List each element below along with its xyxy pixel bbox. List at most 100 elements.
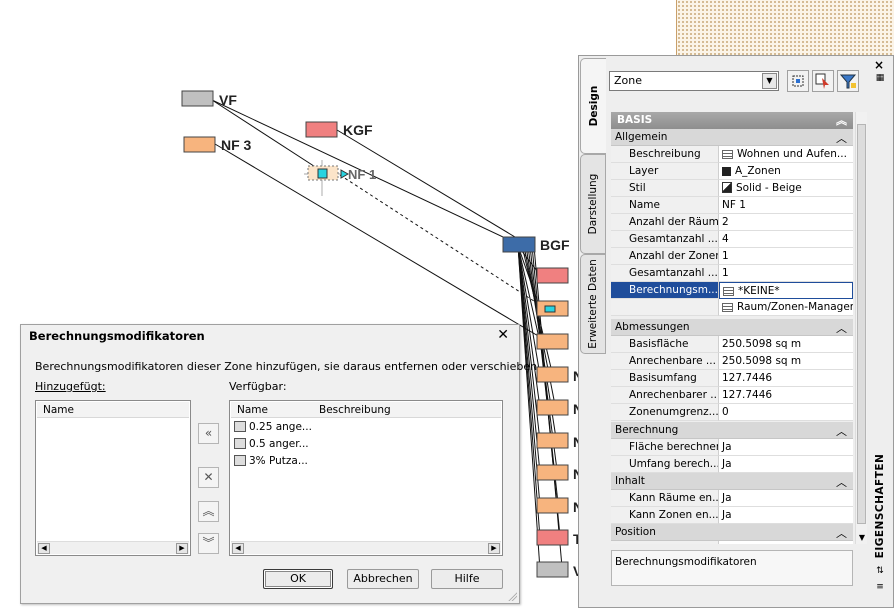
palette-close-icon[interactable]: ×	[874, 58, 885, 72]
zone-tag-vf-bottom[interactable]	[536, 561, 569, 578]
zone-tag-bgf[interactable]	[502, 236, 536, 253]
tab-erweiterte-daten[interactable]: Erweiterte Daten	[580, 254, 606, 354]
collapse-icon[interactable]: ︽	[836, 114, 847, 127]
scroll-down-icon[interactable]: ▼	[858, 533, 866, 542]
zone-tag-nf-3[interactable]	[536, 432, 569, 449]
scroll-thumb[interactable]	[857, 124, 866, 524]
zone-tag-red-1[interactable]	[536, 267, 569, 284]
zone-tag-tf[interactable]	[536, 529, 569, 546]
move-grip[interactable]	[340, 169, 350, 179]
available-list-header: Name Beschreibung	[231, 402, 501, 418]
scroll-right-icon[interactable]: ▶	[488, 543, 500, 554]
modifier-icon	[234, 421, 246, 432]
added-hscrollbar[interactable]: ◀ ▶	[37, 541, 189, 554]
ok-button[interactable]: OK	[263, 569, 333, 589]
prop-zonenumgrenzung[interactable]: Zonenumgrenz... 0	[611, 404, 853, 421]
prop-kann-raeume-enthalten[interactable]: Kann Räume en... Ja	[611, 490, 853, 507]
prop-anzahl-raeume[interactable]: Anzahl der Räume 2	[611, 214, 853, 231]
prop-beschreibung[interactable]: Beschreibung Wohnen und Aufen...	[611, 146, 853, 163]
label-nf1: NF 1	[348, 167, 377, 182]
selected-zone-nf1[interactable]	[304, 160, 350, 196]
zone-tag-nf-1[interactable]	[536, 366, 569, 383]
category-allgemein[interactable]: Allgemein︿	[611, 129, 853, 146]
prop-berechnungsmodifikatoren[interactable]: Berechnungsm... *KEINE*	[611, 282, 853, 299]
move-down-button[interactable]: ︾	[198, 533, 219, 554]
close-icon[interactable]: ✕	[497, 327, 509, 343]
label-nf3: NF 3	[221, 137, 252, 153]
quick-select-button[interactable]	[812, 70, 834, 92]
connector-bgf-6	[517, 245, 541, 442]
chevron-up-icon[interactable]: ︿	[836, 425, 847, 438]
zone-tag-orange-2[interactable]	[536, 333, 569, 350]
zone-tag-vf[interactable]	[181, 90, 214, 107]
cancel-button[interactable]: Abbrechen	[347, 569, 419, 589]
chevron-up-icon[interactable]: ︿	[836, 527, 847, 540]
properties-menu-icon[interactable]: ≡	[876, 582, 884, 592]
zone-tag-nf-4[interactable]	[536, 464, 569, 481]
prop-name[interactable]: Name NF 1	[611, 197, 853, 214]
basis-header[interactable]: BASIS ︽	[611, 112, 853, 129]
cursor-icon	[815, 73, 829, 89]
chevron-down-icon[interactable]: ▼	[762, 73, 777, 89]
help-button[interactable]: Hilfe	[431, 569, 503, 589]
category-position[interactable]: Position︿	[611, 524, 853, 541]
dialog-title-text: Berechnungsmodifikatoren	[29, 329, 205, 343]
tab-design[interactable]: Design	[580, 58, 606, 154]
prop-anzahl-zonen[interactable]: Anzahl der Zonen 1	[611, 248, 853, 265]
prop-umfang-berechnen[interactable]: Umfang berech... Ja	[611, 456, 853, 473]
list-item[interactable]: 3% Putza...	[234, 455, 308, 467]
column-name[interactable]: Name	[43, 404, 74, 416]
move-up-button[interactable]: ︽	[198, 501, 219, 522]
chevron-up-icon[interactable]: ︿	[836, 132, 847, 145]
selection-grip[interactable]	[317, 168, 328, 179]
scroll-right-icon[interactable]: ▶	[176, 543, 188, 554]
available-hscrollbar[interactable]: ◀ ▶	[231, 541, 501, 554]
label-vf: VF	[219, 92, 237, 108]
chevron-up-icon[interactable]: ︿	[836, 476, 847, 489]
scroll-left-icon[interactable]: ◀	[232, 543, 244, 554]
category-berechnung[interactable]: Berechnung︿	[611, 422, 853, 439]
prop-kann-zonen-enthalten[interactable]: Kann Zonen en... Ja	[611, 507, 853, 524]
prop-anrechenbare-flaeche[interactable]: Anrechenbare ... 250.5098 sq m	[611, 353, 853, 370]
category-abmessungen[interactable]: Abmessungen︿	[611, 319, 853, 336]
zone-tag-nf3[interactable]	[183, 136, 216, 153]
chevron-up-icon[interactable]: ︿	[836, 322, 847, 335]
berechnungsmodifikatoren-dialog: Berechnungsmodifikatoren ✕ Berechnungsmo…	[20, 324, 537, 604]
available-list[interactable]: Name Beschreibung 0.25 ange... 0.5 anger…	[229, 400, 503, 556]
zone-tag-nf-5[interactable]	[536, 497, 569, 514]
add-modifier-button[interactable]: «	[198, 423, 219, 444]
column-name[interactable]: Name	[237, 404, 268, 416]
category-inhalt[interactable]: Inhalt︿	[611, 473, 853, 490]
filter-button[interactable]	[837, 70, 859, 92]
prop-gesamtanzahl-zonen[interactable]: Gesamtanzahl ... 1	[611, 265, 853, 282]
prop-stil[interactable]: Stil Solid - Beige	[611, 180, 853, 197]
auto-hide-icon[interactable]: ⇅	[876, 566, 884, 576]
added-list[interactable]: Name ◀ ▶	[35, 400, 191, 556]
list-item[interactable]: 0.25 ange...	[234, 421, 312, 433]
object-type-select[interactable]: Zone ▼	[609, 71, 779, 91]
scroll-left-icon[interactable]: ◀	[38, 543, 50, 554]
resize-grip[interactable]	[507, 591, 517, 601]
select-objects-button[interactable]	[787, 70, 809, 92]
zone-tag-nf-2[interactable]	[536, 399, 569, 416]
grip-marker[interactable]	[544, 305, 556, 313]
prop-raum-zonen-manager[interactable]: Raum/Zonen-Manager	[611, 299, 853, 316]
column-beschreibung[interactable]: Beschreibung	[319, 404, 391, 416]
prop-gesamtanzahl-raeume[interactable]: Gesamtanzahl ... 4	[611, 231, 853, 248]
available-label: Verfügbar:	[229, 380, 287, 393]
prop-drehung[interactable]: Drehung 0	[611, 541, 853, 544]
list-item[interactable]: 0.5 anger...	[234, 438, 309, 450]
palette-options-icon[interactable]: ▦	[875, 73, 885, 83]
connector-nf1-nf	[339, 174, 541, 306]
prop-basisflaeche[interactable]: Basisfläche 250.5098 sq m	[611, 336, 853, 353]
remove-modifier-button[interactable]: ✕	[198, 467, 219, 488]
zone-tag-kgf[interactable]	[305, 121, 338, 138]
property-vscrollbar[interactable]: ▼	[855, 112, 867, 544]
prop-anrechenbarer-umfang[interactable]: Anrechenbarer ... 127.7446	[611, 387, 853, 404]
modifier-icon	[234, 438, 246, 449]
tab-darstellung[interactable]: Darstellung	[580, 154, 606, 254]
prop-layer[interactable]: Layer A_Zonen	[611, 163, 853, 180]
prop-basisumfang[interactable]: Basisumfang 127.7446	[611, 370, 853, 387]
prop-flaeche-berechnen[interactable]: Fläche berechnen Ja	[611, 439, 853, 456]
